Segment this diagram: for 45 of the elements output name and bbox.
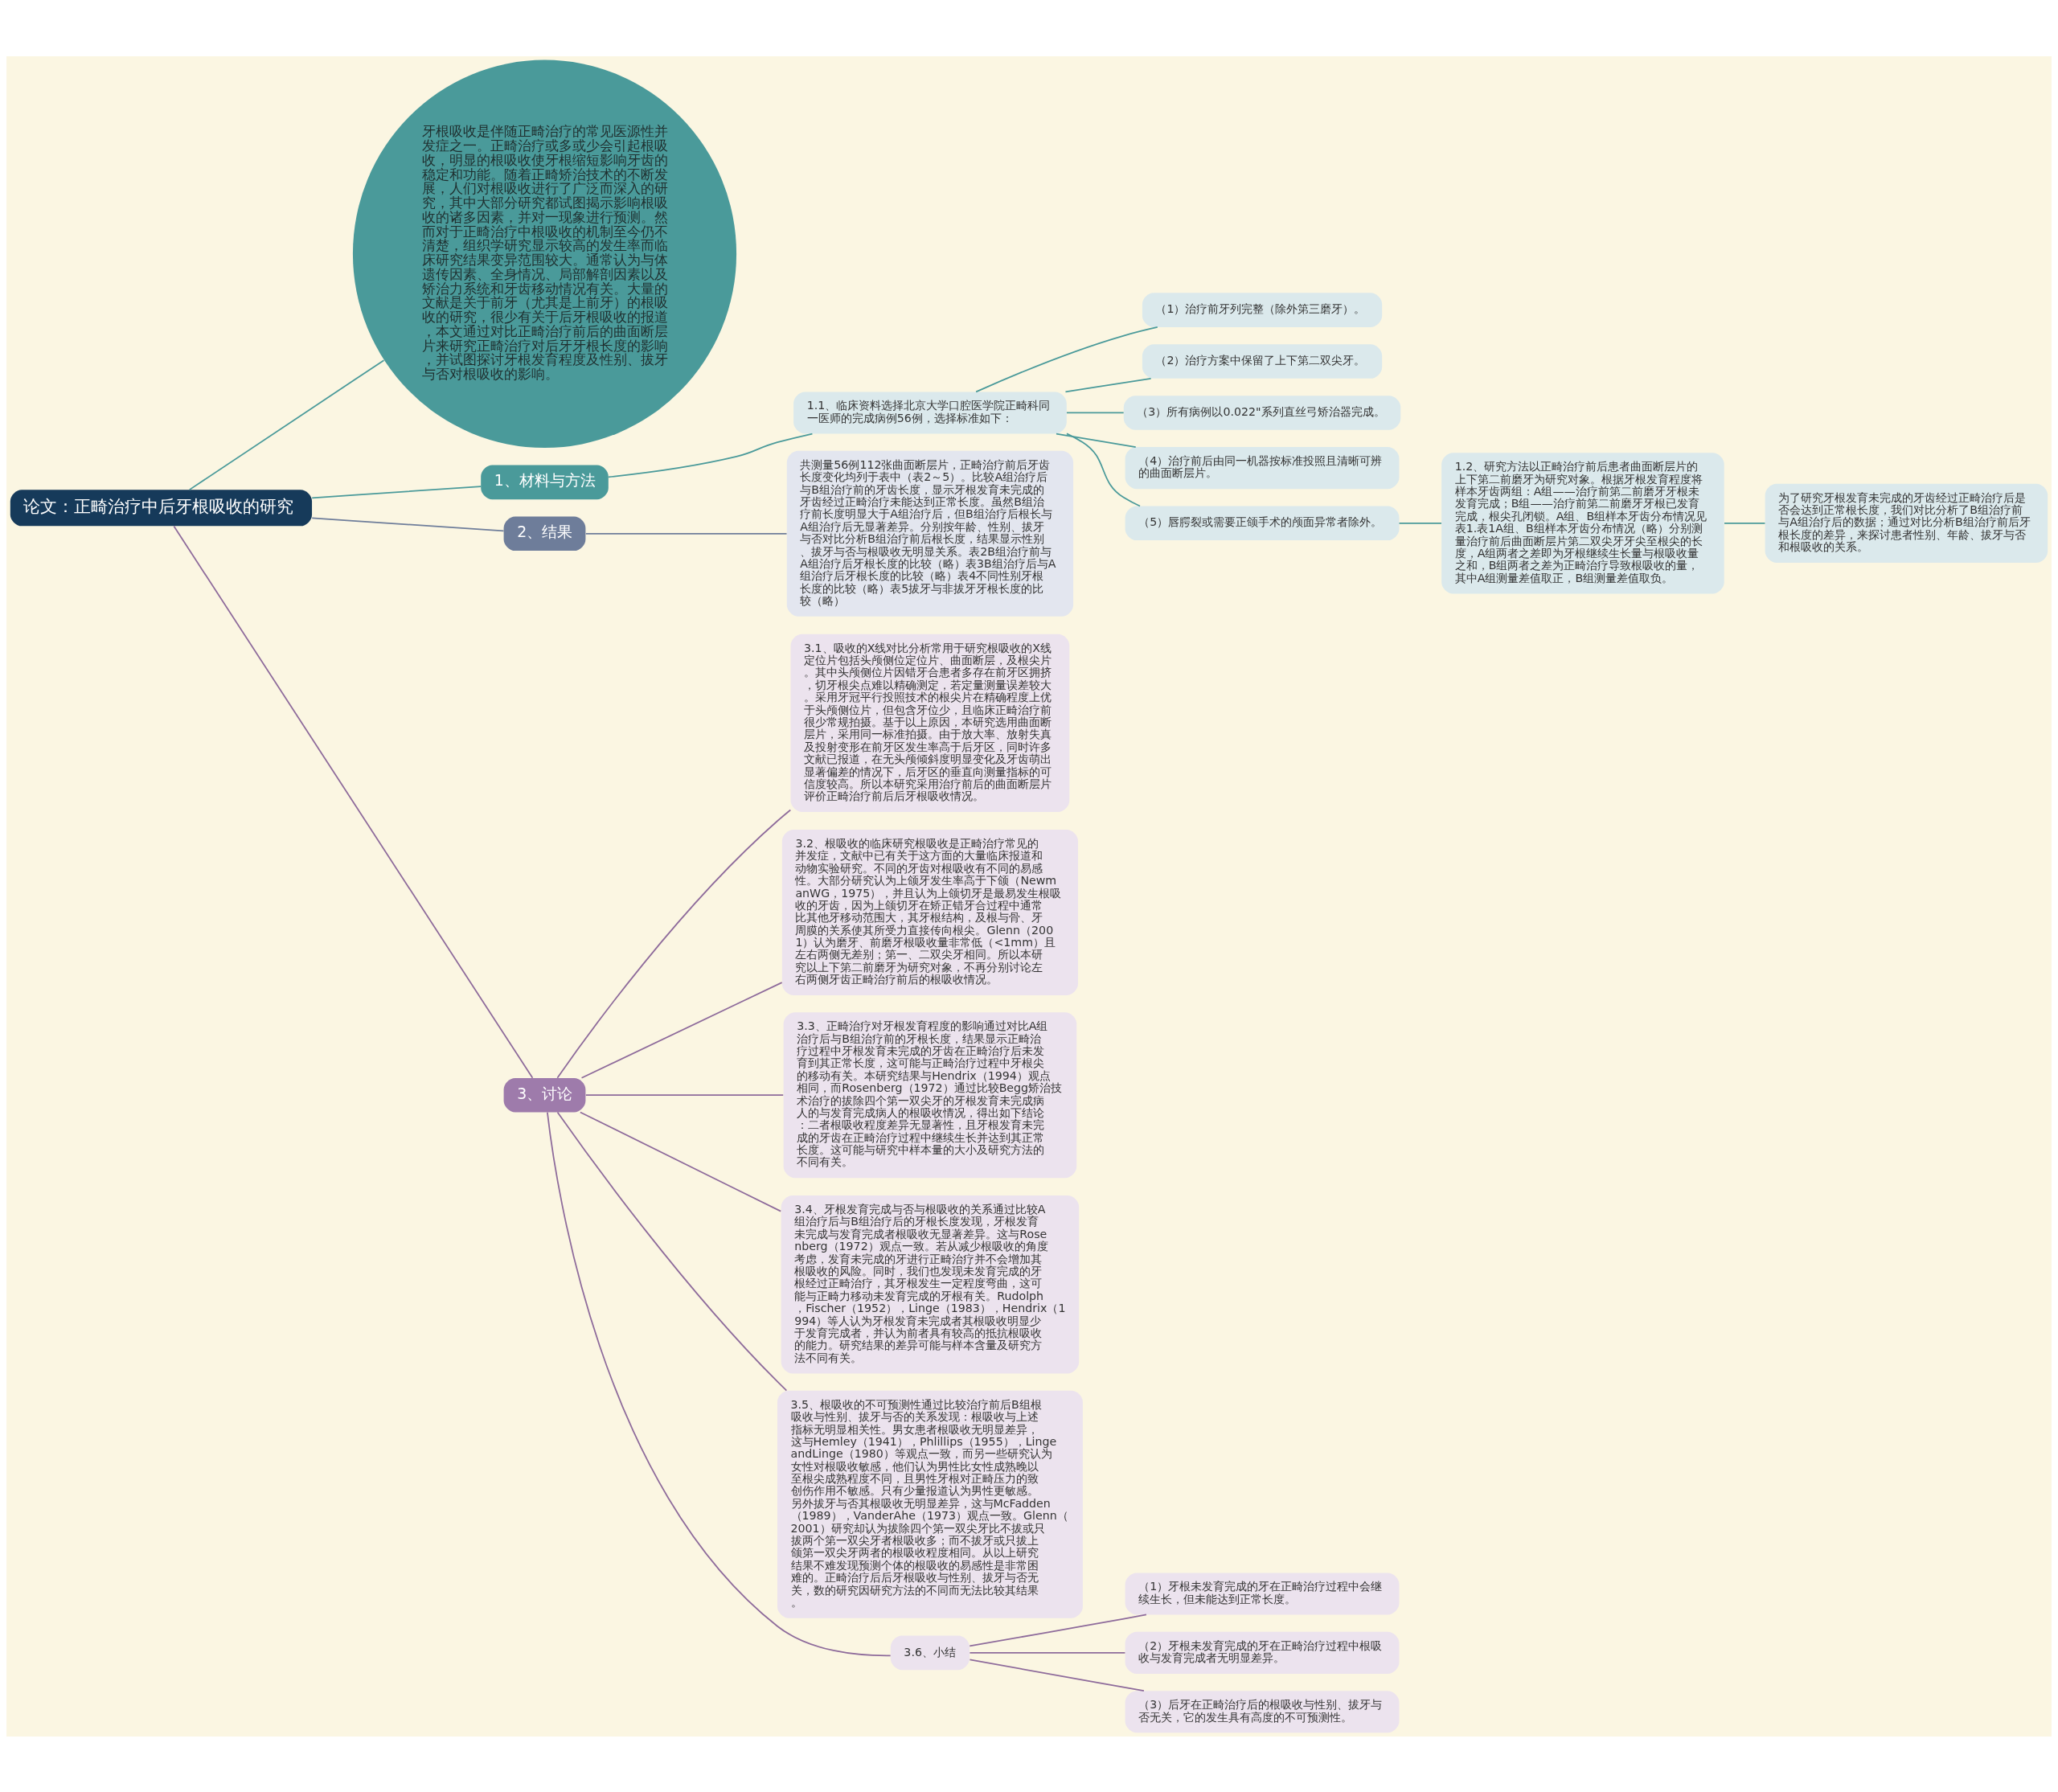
node-box: （1）治疗前牙列完整（除外第三磨牙）。 bbox=[1142, 292, 1383, 327]
node-box: 3.3、正畸治疗对牙根发育程度的影响通过对比A组治疗后与B组治疗前的牙根长度，结果显示正畸治疗过程中牙根发育未完成的牙齿在正畸治疗后未发育到其正常长度，这可能与正畸治疗过程中牙根尖的移动有关。本研究结果与Hendrix（1994）观点相同，而Rosenberg（1972）通过比较Begg矫治技术治疗的拔除四个第一双尖牙的牙根发育未完成病人的与发育完成病人的根吸收情况，得出如下结论：二者根吸收程度差异无显著性，且牙根发育未完成的牙齿在正畸治疗过程中继续生长并达到其正常长度。这可能与研究中样本量的大小及研究方法的不同有关。 bbox=[783, 1011, 1077, 1178]
connector bbox=[579, 1111, 782, 1212]
node-box: （1）牙根未发育完成的牙在正畸治疗过程中会继续生长，但未能达到正常长度。 bbox=[1125, 1572, 1400, 1614]
node-box: （2）治疗方案中保留了上下第二双尖牙。 bbox=[1142, 343, 1383, 379]
connector bbox=[173, 525, 534, 1079]
node-box: 3、讨论 bbox=[503, 1077, 586, 1112]
connector bbox=[1056, 433, 1137, 448]
node-box: 为了研究牙根发育未完成的牙齿经过正畸治疗后是否会达到正常根长度，我们对比分析了B组治疗前与A组治疗后的数据；通过对比分析B组治疗前后牙根长度的差异，来探讨患者性别、年龄、拔牙与否和根吸收的关系。 bbox=[1765, 483, 2048, 563]
node-box: 3.2、根吸收的临床研究根吸收是正畸治疗常见的并发症，文献中已有关于这方面的大量临床报道和动物实验研究。不同的牙齿对根吸收有不同的易感性。大部分研究认为上颌牙发生率高于下颌（NewmanWG，1975），并且认为上颌切牙是最易发生根吸收的牙齿，因为上颌切牙在矫正错牙合过程中通常比其他牙移动范围大，其牙根结构，及根与骨、牙周膜的关系使其所受力直接传向根尖。Glenn（2001）认为磨牙、前磨牙根吸收量非常低（<1mm）且左右两侧无差别；第一、二双尖牙相同。所以本研究以上下第二前磨牙为研究对象，不再分别讨论左右两侧牙齿正畸治疗前后的根吸收情况。 bbox=[781, 829, 1078, 995]
node-box: 1、材料与方法 bbox=[481, 465, 609, 499]
node-box: 3.6、小结 bbox=[890, 1635, 970, 1670]
connector bbox=[584, 532, 788, 535]
node-box: 2、结果 bbox=[503, 516, 586, 551]
connector bbox=[975, 326, 1158, 392]
connector bbox=[969, 1651, 1126, 1654]
connector bbox=[311, 485, 482, 498]
node-box: （4）治疗前后由同一机器按标准投照且清晰可辨的曲面断层片。 bbox=[1125, 446, 1400, 489]
connector bbox=[1724, 522, 1766, 524]
node-box: （3）所有病例以0.022"系列直丝弓矫治器完成。 bbox=[1123, 395, 1401, 430]
connector bbox=[1398, 522, 1442, 524]
node-box: 共测量56例112张曲面断层片，正畸治疗前后牙齿长度变化均列于表中（表2～5）。比较A组治疗后与B组治疗前的牙齿长度，显示牙根发育未完成的牙齿经过正畸治疗未能达到正常长度。虽然B组治疗前长度明显大于A组治疗后，但B组治疗后根长与A组治疗后无显著差异。分别按年龄、性别、拔牙与否对比分析B组治疗前后根长度，结果显示性别、拔牙与否与根吸收无明显关系。表2B组治疗前与A组治疗后牙根长度的比较（略）表3B组治疗后与A组治疗后牙根长度的比较（略）表4不同性别牙根长度的比较（略）表5拔牙与非拔牙牙根长度的比较（略） bbox=[786, 450, 1074, 617]
node-box: 论文：正畸治疗中后牙根吸收的研究 bbox=[10, 489, 313, 526]
connector bbox=[311, 517, 505, 531]
node-box: （2）牙根未发育完成的牙在正畸治疗过程中根吸收与发育完成者无明显差异。 bbox=[1125, 1631, 1400, 1674]
connector bbox=[1066, 412, 1125, 413]
connector bbox=[188, 359, 385, 490]
connector bbox=[969, 1614, 1147, 1646]
node-box: （5）唇腭裂或需要正颌手术的颅面异常者除外。 bbox=[1125, 506, 1400, 540]
connector bbox=[584, 1093, 785, 1096]
connector bbox=[547, 1111, 892, 1656]
node-box: 3.5、根吸收的不可预测性通过比较治疗前后B组根吸收与性别、拔牙与否的关系发现：根吸收与上述指标无明显相关性。男女患者根吸收无明显差异，这与Hemley（1941），Phlillips（1955），LingeandLinge（1980）等观点一致，而另一些研究认为女性对根吸收敏感，他们认为男性比女性成熟晚以至根尖成熟程度不同，且男性牙根对正畸压力的致创伤作用不敏感。只有少量报道认为男性更敏感。另外拔牙与否其根吸收无明显差异，这与McFadden（1989），VanderAhe（1973）观点一致。Glenn（2001）研究却认为拔除四个第一双尖牙比不拔或只拔两个第一双尖牙者根吸收多；而不拔牙或只拔上颌第一双尖牙两者的根吸收程度相同。从以上研究结果不难发现预测个体的根吸收的易感性是非常困难的。正畸治疗后后牙根吸收与性别、拔牙与否无关，数的研究因研究方法的不同而无法比较其结果。 bbox=[777, 1390, 1083, 1618]
connector bbox=[556, 1111, 788, 1392]
node-circle: 牙根吸收是伴随正畸治疗的常见医源性并发症之一。正畸治疗或多或少会引起根吸收，明显的根吸收使牙根缩短影响牙齿的稳定和功能。随着正畸矫治技术的不断发展，人们对根吸收进行了广泛而深入的研究，其中大部分研究都试图揭示影响根吸收的诸多因素，并对一现象进行预测。然而对于正畸治疗中根吸收的机制至今仍不清楚，组织学研究显示较高的发生率而临床研究结果变异范围较大。通常认为与体遗传因素、全身情况、局部解剖因素以及矫治力系统和牙齿移动情况有关。大量的文献是关于前牙（尤其是上前牙）的根吸收的研究，很少有关于后牙根吸收的报道，本文通过对比正畸治疗前后的曲面断层片来研究正畸治疗对后牙牙根长度的影响，并试图探讨牙根发育程度及性别、拔牙与否对根吸收的影响。 bbox=[352, 59, 737, 448]
connector bbox=[556, 809, 792, 1079]
node-box: 3.1、吸收的X线对比分析常用于研究根吸收的X线定位片包括头颅侧位定位片、曲面断层，及根尖片。其中头颅侧位片因错牙合患者多存在前牙区拥挤，切牙根尖点难以精确测定，若定量测量误差较大。采用牙冠平行投照技术的根尖片在精确程度上优于头颅侧位片，但包含牙位少，且临床正畸治疗前很少常规拍摄。基于以上原因，本研究选用曲面断层片，采用同一标准拍摄。由于放大率、放射失真及投射变形在前牙区发生率高于后牙区，同时许多文献已报道，在无头颅倾斜度明显变化及牙齿萌出显著偏差的情况下，后牙区的垂直向测量指标的可信度较高。所以本研究采用治疗前后的曲面断层片评价正畸治疗前后后牙根吸收情况。 bbox=[790, 634, 1070, 812]
connector bbox=[969, 1659, 1145, 1692]
node-box: （3）后牙在正畸治疗后的根吸收与性别、拔牙与否无关，它的发生具有高度的不可预测性。 bbox=[1125, 1690, 1400, 1733]
node-box: 1.1、临床资料选择北京大学口腔医学院正畸科同一医师的完成病例56例，选择标准如下： bbox=[793, 391, 1067, 433]
node-box: 3.4、牙根发育完成与否与根吸收的关系通过比较A组治疗后与B组治疗后的牙根长度发现，牙根发育未完成与发育完成者根吸收无显著差异。这与Rosenberg（1972）观点一致。若从减少根吸收的角度考虑，发育未完成的牙进行正畸治疗并不会增加其根吸收的风险。同时，我们也发现未发育完成的牙根经过正畸治疗，其牙根发生一定程度弯曲，这可能与正畸力移动未发育完成的牙根有关。Rudolph，Fischer（1952），Linge（1983），Hendrix（1994）等人认为牙根发育未完成者其根吸收明显少于发育完成者，并认为前者具有较高的抵抗根吸收的能力。研究结果的差异可能与样本含量及研究方法不同有关。 bbox=[781, 1195, 1080, 1373]
connector bbox=[580, 981, 783, 1079]
connector bbox=[1066, 433, 1141, 506]
connector bbox=[608, 433, 814, 478]
node-box: 1.2、研究方法以正畸治疗前后患者曲面断层片的上下第二前磨牙为研究对象。根据牙根发育程度将样本牙齿两组：A组——治疗前第二前磨牙牙根未发育完成；B组——治疗前第二前磨牙牙根已发育完成，根尖孔闭锁。A组、B组样本牙齿分布情况见表1.表1A组、B组样本牙齿分布情况（略）分别测量治疗前后曲面断层片第二双尖牙牙尖至根尖的长度，A组两者之差即为牙根继续生长量与根吸收量之和，B组两者之差为正畸治疗导致根吸收的量，其中A组测量差值取正，B组测量差值取负。 bbox=[1441, 452, 1724, 593]
connector bbox=[1064, 377, 1152, 392]
